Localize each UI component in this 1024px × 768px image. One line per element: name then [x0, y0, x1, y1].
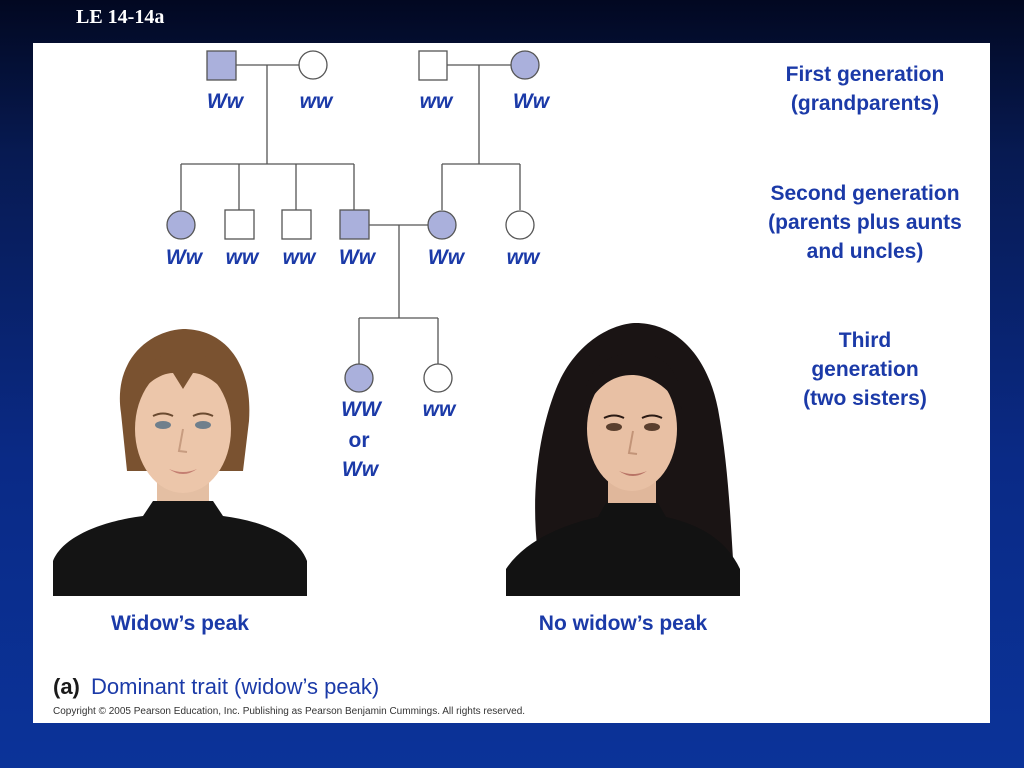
gen2-genotype: ww [225, 246, 259, 269]
first-generation-label: First generation (grandparents) [785, 63, 945, 115]
gen1-genotype: Ww [206, 90, 244, 113]
gen1-male-affected [206, 50, 237, 81]
second-generation-label: Second generation (parents plus aunts an… [768, 182, 962, 263]
pedigree-chart [166, 50, 540, 393]
gen1-genotype: ww [419, 90, 453, 113]
gen2-female-unaffected [505, 210, 535, 240]
panel-tag: (a) [53, 674, 80, 699]
slide-title: LE 14-14a [76, 6, 165, 28]
pedigree-symbols [166, 50, 540, 393]
gen1-genotype: Ww [512, 90, 550, 113]
gen2-female-affected [427, 210, 457, 240]
gen1-male-unaffected [418, 50, 448, 81]
gen2-genotype: Ww [427, 246, 465, 269]
third-generation-label: Third generation (two sisters) [803, 329, 927, 410]
gen3-genotype-line3: Ww [341, 458, 379, 481]
gen3-sister-unaffected [423, 363, 453, 393]
widows-peak-photo [53, 321, 307, 596]
gen2-male-affected [339, 209, 370, 240]
gen3-genotype-line1: WW [341, 398, 381, 421]
no-widows-peak-caption: No widow’s peak [538, 612, 708, 635]
gen3-sister-affected [344, 363, 374, 393]
gen3-genotype-or: or [348, 429, 370, 452]
gen2-genotype: ww [282, 246, 316, 269]
panel-title: Dominant trait (widow’s peak) [91, 674, 380, 699]
gen2-female-affected [166, 210, 196, 240]
gen2-genotype: ww [506, 246, 540, 269]
gen2-genotype: Ww [165, 246, 203, 269]
gen3-genotype: ww [422, 398, 456, 421]
gen1-genotype: ww [299, 90, 333, 113]
gen2-male-unaffected [281, 209, 312, 240]
widows-peak-caption: Widow’s peak [111, 612, 249, 635]
no-widows-peak-photo [486, 319, 760, 596]
copyright-notice: Copyright © 2005 Pearson Education, Inc.… [53, 706, 526, 717]
gen1-female-unaffected [298, 50, 328, 80]
gen2-genotype: Ww [338, 246, 376, 269]
gen1-female-affected [510, 50, 540, 80]
pedigree-lines [180, 64, 521, 364]
gen2-male-unaffected [224, 209, 255, 240]
figure-panel: Ww ww ww Ww Ww ww ww Ww Ww ww WW or Ww w… [33, 43, 990, 723]
